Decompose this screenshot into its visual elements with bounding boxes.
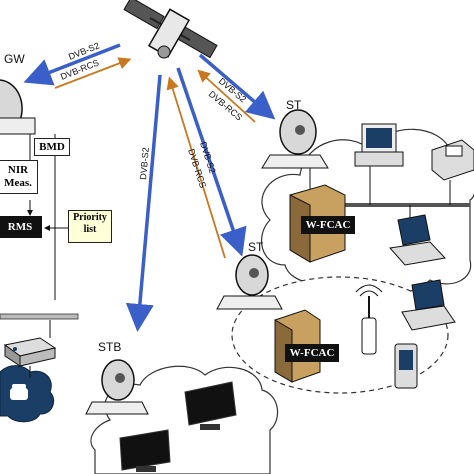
gw-label: GW	[4, 52, 25, 66]
phone-icon	[10, 388, 28, 400]
w-fcac-mid-box: W-FCAC	[285, 344, 339, 362]
computer-monitor-icon	[119, 429, 171, 472]
link-gw-return	[54, 57, 132, 89]
tv-monitor-icon	[184, 381, 237, 430]
st-top-laptop-icon	[389, 214, 446, 266]
w-fcac-top-box: W-FCAC	[301, 216, 355, 234]
bmd-box: BMD	[34, 138, 70, 156]
wireless-ap-icon	[355, 284, 383, 355]
link-gw-forward	[23, 43, 121, 86]
gw-dish-icon	[0, 79, 36, 135]
desktop-pc-icon	[354, 123, 404, 167]
satellite-icon	[123, 0, 218, 59]
fax-printer-icon	[431, 139, 474, 181]
st-mid-dish-icon	[216, 254, 283, 310]
link-st-top-forward	[198, 53, 276, 120]
st-mid-laptop-icon	[401, 279, 456, 331]
label-stb-forward: DVB-S2	[138, 147, 151, 180]
nir-meas-box: NIR Meas.	[0, 160, 38, 194]
link-stb-forward	[125, 74, 162, 332]
st-mid-label: ST	[248, 240, 264, 254]
st-top-dish-icon	[261, 109, 329, 169]
priority-list-box: Priority list	[68, 210, 112, 243]
st-top-label: ST	[286, 98, 302, 112]
stb-dish-icon	[85, 359, 149, 415]
gw-lan-bar	[0, 313, 79, 320]
stb-label: STB	[98, 340, 122, 354]
router-icon	[3, 337, 57, 367]
pda-icon	[394, 343, 418, 389]
link-st-mid-forward	[176, 67, 247, 257]
link-st-top-return	[197, 69, 256, 123]
rms-box: RMS	[0, 216, 42, 238]
link-st-mid-return	[166, 76, 226, 259]
